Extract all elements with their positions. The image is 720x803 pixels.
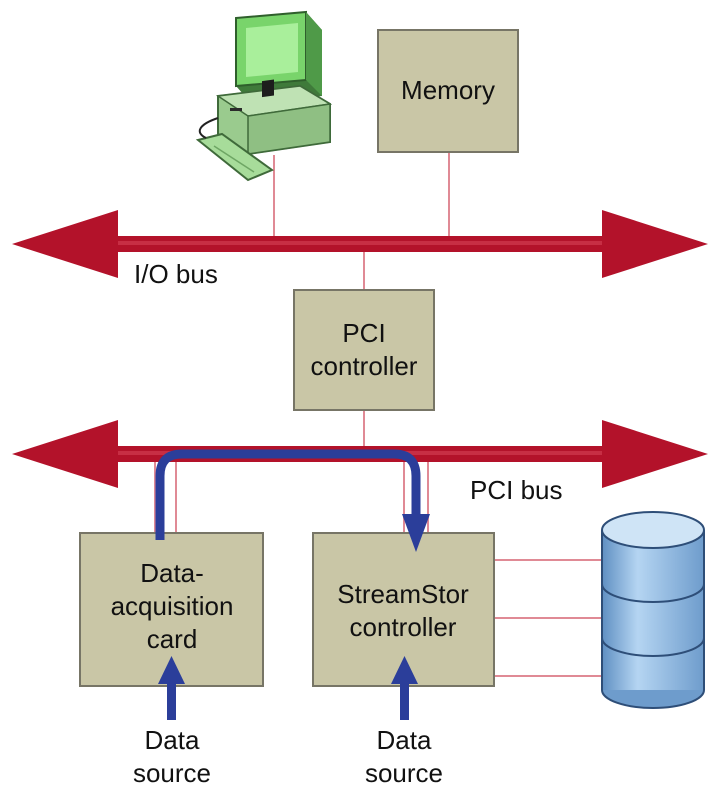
data-source-right-line1: Data	[377, 725, 432, 755]
memory-box: Memory	[377, 29, 519, 153]
data-source-arrow-right	[391, 656, 418, 720]
io-bus-label: I/O bus	[134, 259, 218, 289]
memory-label: Memory	[401, 75, 495, 105]
data-source-left-line1: Data	[145, 725, 200, 755]
pci-controller-box: PCI controller	[293, 289, 435, 411]
daq-label-line1: Data-	[140, 558, 204, 588]
streamstor-label-line1: StreamStor	[337, 579, 469, 609]
disk-stack-icon	[601, 511, 705, 709]
io-bus-shaft-highlight	[118, 241, 602, 245]
daq-label-line3: card	[147, 624, 198, 654]
pci-controller-label-line1: PCI	[342, 318, 385, 348]
data-source-left-line2: source	[133, 758, 211, 788]
desktop-computer-icon	[195, 10, 333, 182]
data-flow-arrow	[155, 449, 430, 552]
pci-bus-label: PCI bus	[470, 475, 563, 505]
data-flow-arrowhead	[402, 514, 430, 552]
daq-label-line2: acquisition	[111, 591, 234, 621]
pci-controller-label-line2: controller	[311, 351, 418, 381]
data-source-arrow-left	[158, 656, 185, 720]
connection-lines	[154, 152, 604, 677]
streamstor-label-line2: controller	[350, 612, 457, 642]
data-source-right-line2: source	[365, 758, 443, 788]
